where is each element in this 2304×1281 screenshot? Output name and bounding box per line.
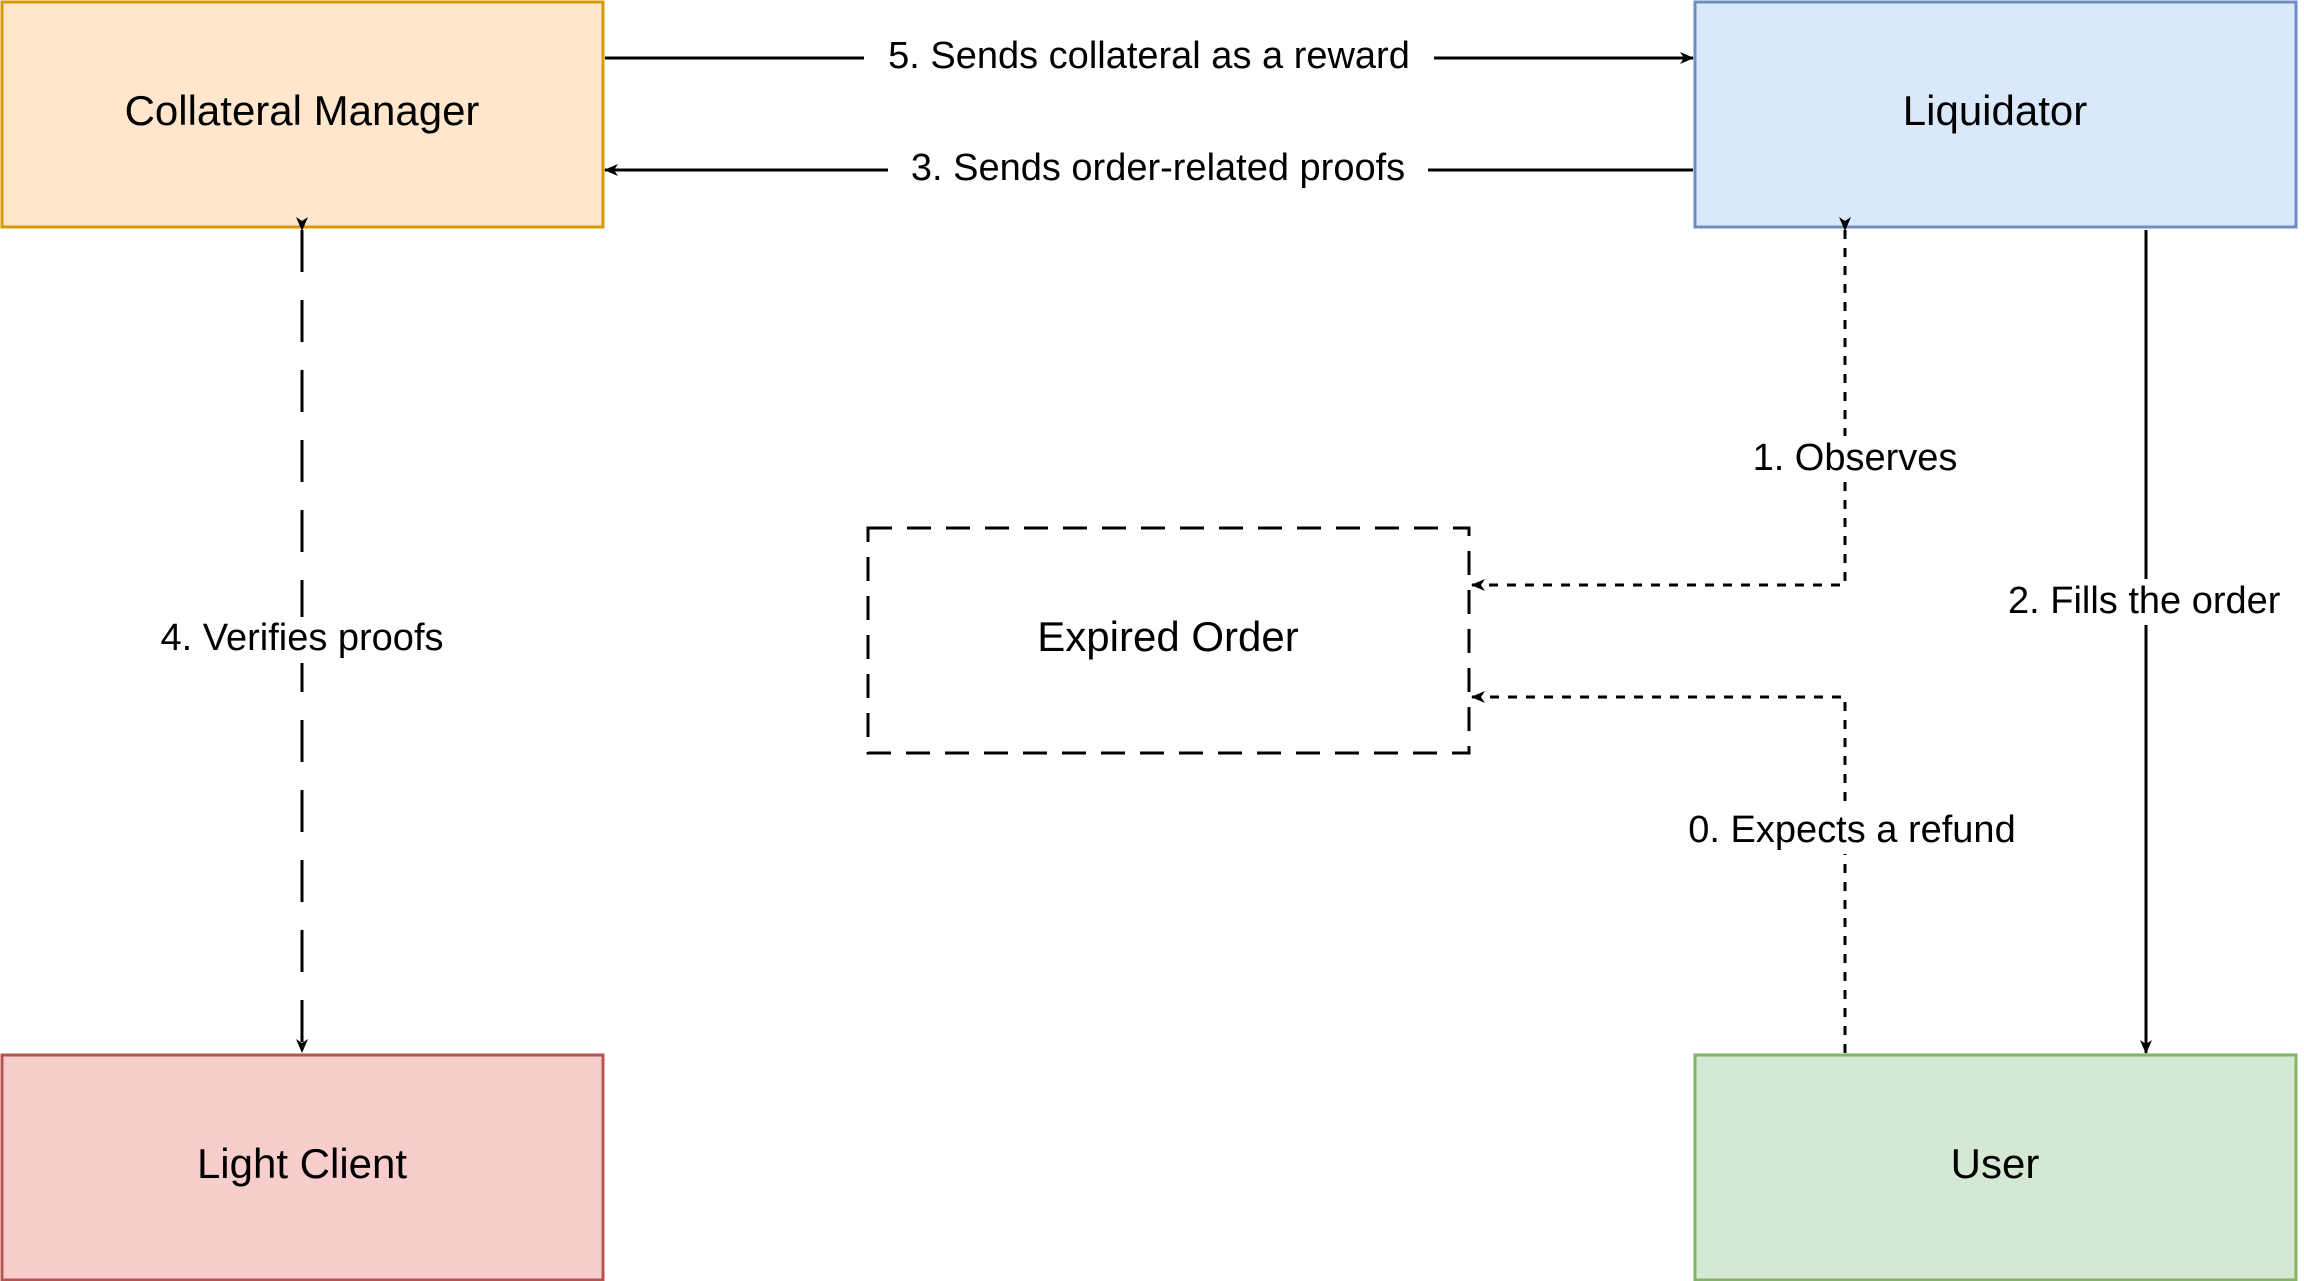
edge-sends-proofs-label-bg <box>888 146 1428 192</box>
expired-order-label: Expired Order <box>1037 613 1298 660</box>
collateral-manager-label: Collateral Manager <box>125 87 480 134</box>
node-user: User <box>1693 1053 2298 1281</box>
collateral-manager-box <box>0 0 605 229</box>
edge-verifies-proofs: 4. Verifies proofs <box>146 217 458 1053</box>
liquidator-label: Liquidator <box>1903 87 2087 134</box>
edge-expects-refund-label-bg <box>1668 808 2036 854</box>
node-liquidator: Liquidator <box>1693 0 2298 229</box>
edge-sends-proofs-label: 3. Sends order-related proofs <box>911 147 1405 189</box>
light-client-box <box>0 1053 605 1281</box>
edge-sends-reward-label-bg <box>864 34 1434 80</box>
expired-order-box <box>866 526 1471 755</box>
liquidator-box <box>1693 0 2298 229</box>
node-light-client: Light Client <box>0 1053 605 1281</box>
edge-expects-refund-line <box>1471 691 1847 1053</box>
light-client-label: Light Client <box>197 1140 407 1187</box>
edge-sends-reward-label: 5. Sends collateral as a reward <box>888 35 1410 77</box>
edge-sends-proofs: 3. Sends order-related proofs <box>604 146 1693 192</box>
edge-verifies-proofs-label: 4. Verifies proofs <box>160 617 443 659</box>
edge-observes-label: 1. Observes <box>1753 437 1958 479</box>
edge-fills-order-label: 2. Fills the order <box>2008 580 2281 622</box>
edge-fills-order-label-bg <box>2004 579 2304 625</box>
edge-expects-refund-label: 0. Expects a refund <box>1688 809 2015 851</box>
edge-observes: 1. Observes <box>1471 217 1970 591</box>
user-label: User <box>1951 1140 2040 1187</box>
edge-observes-line <box>1471 217 1851 591</box>
edge-sends-reward: 5. Sends collateral as a reward <box>605 34 1694 80</box>
edge-fills-order: 2. Fills the order <box>2004 230 2304 1054</box>
node-expired-order: Expired Order <box>866 526 1471 755</box>
edge-observes-label-bg <box>1740 436 1970 482</box>
edge-expects-refund: 0. Expects a refund <box>1471 691 2036 1053</box>
node-collateral-manager: Collateral Manager <box>0 0 605 229</box>
user-box <box>1693 1053 2298 1281</box>
edge-verifies-proofs-label-bg <box>146 617 458 663</box>
